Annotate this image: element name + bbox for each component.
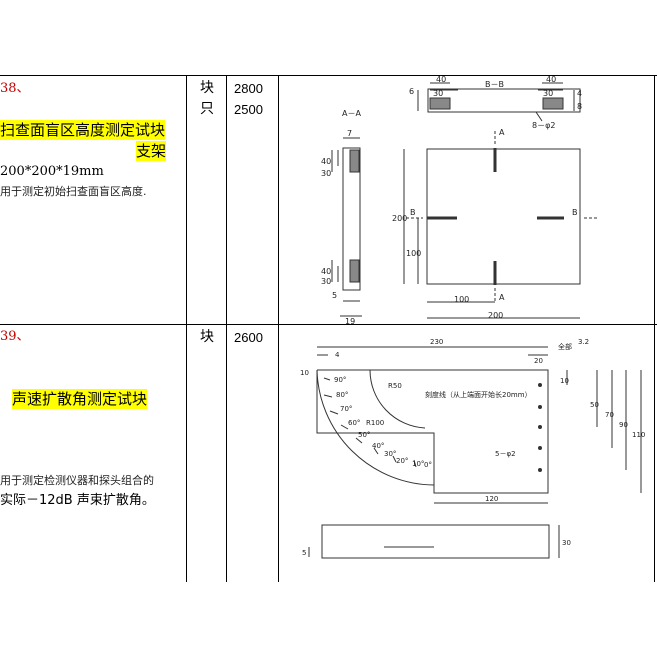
- dim-label: 20: [534, 357, 543, 365]
- quantity-value: 2600: [234, 330, 263, 345]
- section-label: B－B: [485, 80, 504, 89]
- angle-label: 0°: [424, 461, 432, 469]
- dim-label: 19: [345, 317, 355, 324]
- dim-label: 110: [632, 431, 645, 439]
- unit-label: 块: [200, 329, 214, 345]
- dim-label: 7: [347, 129, 352, 138]
- dim-label: 50: [590, 401, 599, 409]
- dim-label: 4: [577, 89, 582, 98]
- dim-label: 4: [335, 351, 340, 359]
- dim-label: 120: [485, 495, 498, 503]
- dim-label: 90: [619, 421, 628, 429]
- dim-label: 8: [577, 102, 582, 111]
- dim-label: 10: [560, 377, 569, 385]
- dim-label: 30: [543, 89, 553, 98]
- dim-label: 40: [321, 267, 331, 276]
- unit-label: 只: [200, 101, 214, 117]
- quantity-value: 2800: [234, 81, 263, 96]
- item-title: 扫查面盲区高度测定试块: [0, 120, 166, 140]
- col-divider-3: [278, 75, 279, 582]
- table-top-border: [0, 75, 657, 76]
- angle-label: 10°: [412, 460, 424, 468]
- dim-label: 30: [321, 169, 331, 178]
- section-label: A－A: [342, 109, 361, 118]
- drawing-38: B－B A－A 8－φ2 40 30 40 30 6 4 8 7 40 30 4…: [321, 76, 598, 324]
- angle-label: 40°: [372, 442, 384, 450]
- item-size: 200*200*19mm: [0, 164, 104, 179]
- table-row-divider: [0, 324, 657, 325]
- item-description: 用于测定初始扫查面盲区高度.: [0, 185, 147, 198]
- roughness-value: 3.2: [578, 338, 589, 346]
- dim-label: 30: [562, 539, 571, 547]
- dim-label: 70: [605, 411, 614, 419]
- col-divider-1: [186, 75, 187, 582]
- item-title-cont: 支架: [136, 141, 167, 161]
- dim-label: 5: [332, 291, 337, 300]
- angle-label: 70°: [340, 405, 352, 413]
- dim-label: 6: [409, 87, 414, 96]
- dim-label: 230: [430, 338, 443, 346]
- dim-label: 40: [321, 157, 331, 166]
- dim-label: 100: [454, 295, 469, 304]
- scale-note: 刻度线（从上端面开始长20mm）: [425, 390, 532, 399]
- unit-label: 块: [200, 80, 214, 96]
- dim-label: 40: [546, 76, 556, 84]
- item-number: 38、: [0, 81, 30, 96]
- dim-label: 30: [433, 89, 443, 98]
- section-marker: B: [572, 208, 578, 217]
- col-divider-2: [226, 75, 227, 582]
- col-divider-4: [654, 75, 655, 582]
- angle-label: 50°: [358, 431, 370, 439]
- section-marker: A: [499, 293, 505, 302]
- angle-label: 60°: [348, 419, 360, 427]
- dim-label: 40: [436, 76, 446, 84]
- item-description: 用于测定检测仪器和探头组合的: [0, 474, 154, 487]
- dim-label: 10: [300, 369, 309, 377]
- item-description: 实际－12dB 声束扩散角。: [0, 493, 155, 508]
- angle-label: 90°: [334, 376, 346, 384]
- dim-label: R100: [366, 419, 384, 427]
- hole-note: 8－φ2: [532, 121, 555, 130]
- drawing-39: 230 20 4 10 10 50 70 90 110 120 5 30 R50…: [300, 338, 645, 559]
- item-title: 声速扩散角测定试块: [12, 389, 148, 409]
- angle-label: 20°: [396, 457, 408, 465]
- angle-label: 80°: [336, 391, 348, 399]
- dim-label: R50: [388, 382, 402, 390]
- roughness-note: 全部: [558, 342, 572, 351]
- dim-label: 30: [321, 277, 331, 286]
- item-number: 39、: [0, 329, 30, 344]
- dim-label: 100: [406, 249, 421, 258]
- dim-label: 200: [488, 311, 503, 320]
- hole-note: 5－φ2: [495, 450, 516, 458]
- dim-label: 5: [302, 549, 306, 557]
- angle-label: 30°: [384, 450, 396, 458]
- section-marker: A: [499, 128, 505, 137]
- quantity-value: 2500: [234, 102, 263, 117]
- dim-label: 200: [392, 214, 407, 223]
- section-marker: B: [410, 208, 416, 217]
